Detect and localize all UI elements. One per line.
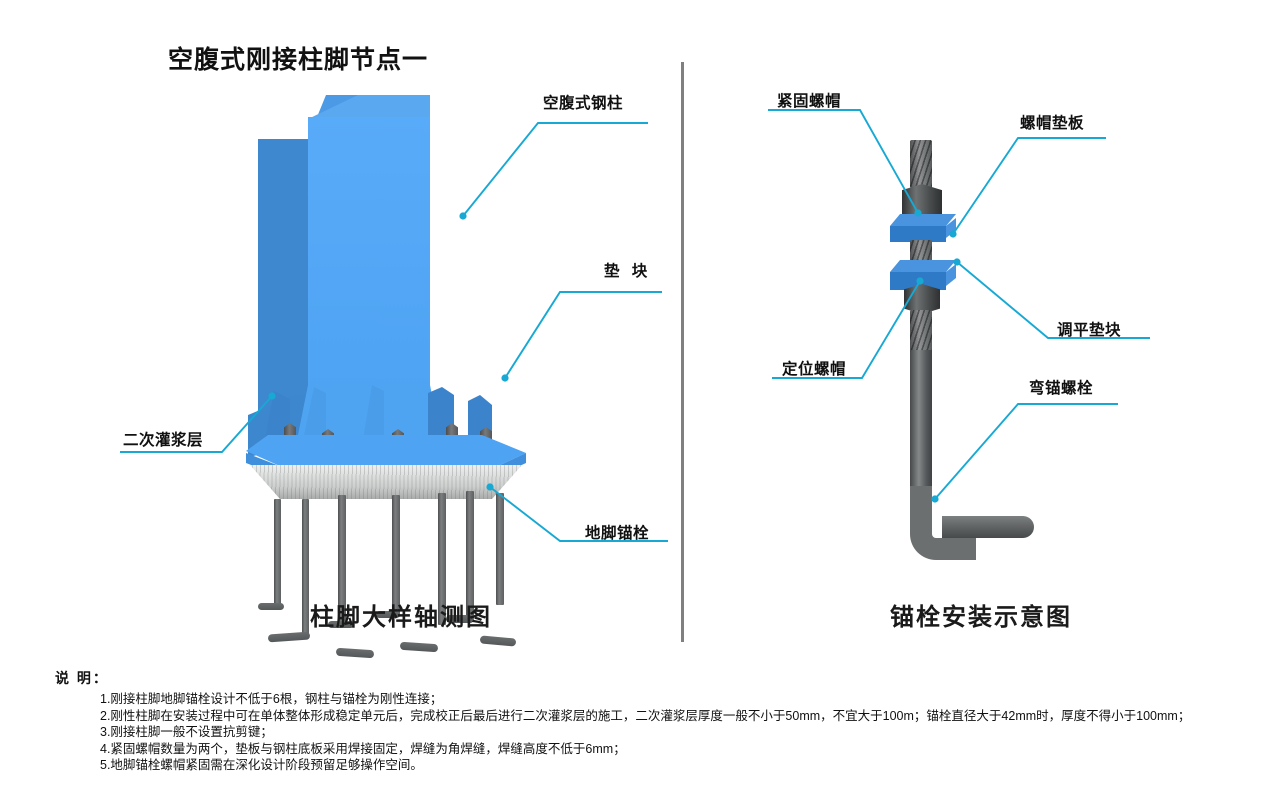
column-side-face [258, 139, 308, 419]
anchor-bolt-hook-5 [376, 611, 400, 618]
label-positioning-nut: 定位螺帽 [782, 361, 847, 378]
anchor-bolt-hook-8 [479, 635, 517, 647]
anchor-bolt-hook-4 [335, 647, 375, 659]
anchor-bolt-shaft-4 [392, 495, 400, 617]
leveling-shim-side [946, 264, 956, 286]
notes-list: 1.刚接柱脚地脚锚栓设计不低于6根，钢柱与锚栓为刚性连接； 2.刚性柱脚在安装过… [55, 691, 1235, 774]
note-item: 1.刚接柱脚地脚锚栓设计不低于6根，钢柱与锚栓为刚性连接； [100, 692, 443, 706]
anchor-bolt-shaft-6 [466, 491, 474, 617]
anchor-bolt-hook-3 [328, 621, 354, 628]
nut-backing-plate-top [890, 214, 956, 226]
anchor-bolt-hook-7 [446, 615, 474, 623]
notes-block: 说 明： 1.刚接柱脚地脚锚栓设计不低于6根，钢柱与锚栓为刚性连接； 2.刚性柱… [55, 668, 1235, 774]
anchor-bolt-shaft-3 [338, 495, 346, 627]
leveling-shim-top [890, 260, 956, 272]
note-item: 3.刚接柱脚一般不设置抗剪键； [100, 725, 273, 739]
grout-layer-shadow [250, 465, 522, 499]
label-hollow-steel-column: 空腹式钢柱 [543, 95, 624, 112]
page-title: 空腹式刚接柱脚节点一 [168, 46, 429, 74]
caption-right-figure: 锚栓安装示意图 [890, 604, 1072, 631]
bolt-mid-thread [910, 240, 932, 266]
anchor-bolt-hook-6 [399, 641, 439, 653]
bolt-bend-elbow [910, 486, 976, 560]
anchor-bolt-shaft-7 [496, 493, 504, 605]
column-front-face [308, 117, 430, 397]
bolt-long-shaft [910, 350, 932, 528]
anchor-bolt-installation [880, 140, 1110, 580]
notes-header: 说 明： [55, 670, 109, 686]
bolt-foot [942, 516, 1034, 538]
label-shim-block: 垫 块 [604, 263, 652, 280]
bolt-lower-thread [910, 310, 932, 354]
anchor-bolt-shaft-2 [302, 499, 309, 639]
label-anchor-bolt: 地脚锚栓 [585, 525, 650, 542]
anchor-bolt-hook-2 [267, 631, 311, 643]
note-item: 4.紧固螺帽数量为两个，垫板与钢柱底板采用焊接固定，焊缝为角焊缝，焊缝高度不低于… [100, 741, 626, 756]
nut-backing-plate-side [946, 218, 956, 238]
label-fastening-nut: 紧固螺帽 [777, 93, 842, 110]
anchor-bolt-shaft-5 [438, 493, 446, 625]
column-base-assembly [240, 95, 550, 659]
base-plate-top [246, 435, 526, 467]
anchor-bolt-hook-1 [258, 603, 284, 610]
label-leveling-shim: 调平垫块 [1057, 322, 1122, 339]
label-secondary-grout-layer: 二次灌浆层 [123, 432, 204, 449]
nut-backing-plate-face [890, 226, 946, 242]
label-nut-backing-plate: 螺帽垫板 [1020, 115, 1085, 132]
label-bent-anchor-bolt: 弯锚螺栓 [1029, 380, 1094, 397]
caption-left-figure: 柱脚大样轴测图 [310, 604, 492, 631]
grout-layer [250, 465, 522, 499]
note-item: 5.地脚锚栓螺帽紧固需在深化设计阶段预留足够操作空间。 [100, 758, 423, 772]
note-item: 2.刚性柱脚在安装过程中可在单体整体形成稳定单元后，完成校正后最后进行二次灌浆层… [100, 708, 1191, 723]
panel-divider [681, 62, 684, 642]
bolt-upper-thread [910, 140, 932, 188]
anchor-bolt-shaft-1 [274, 499, 281, 609]
